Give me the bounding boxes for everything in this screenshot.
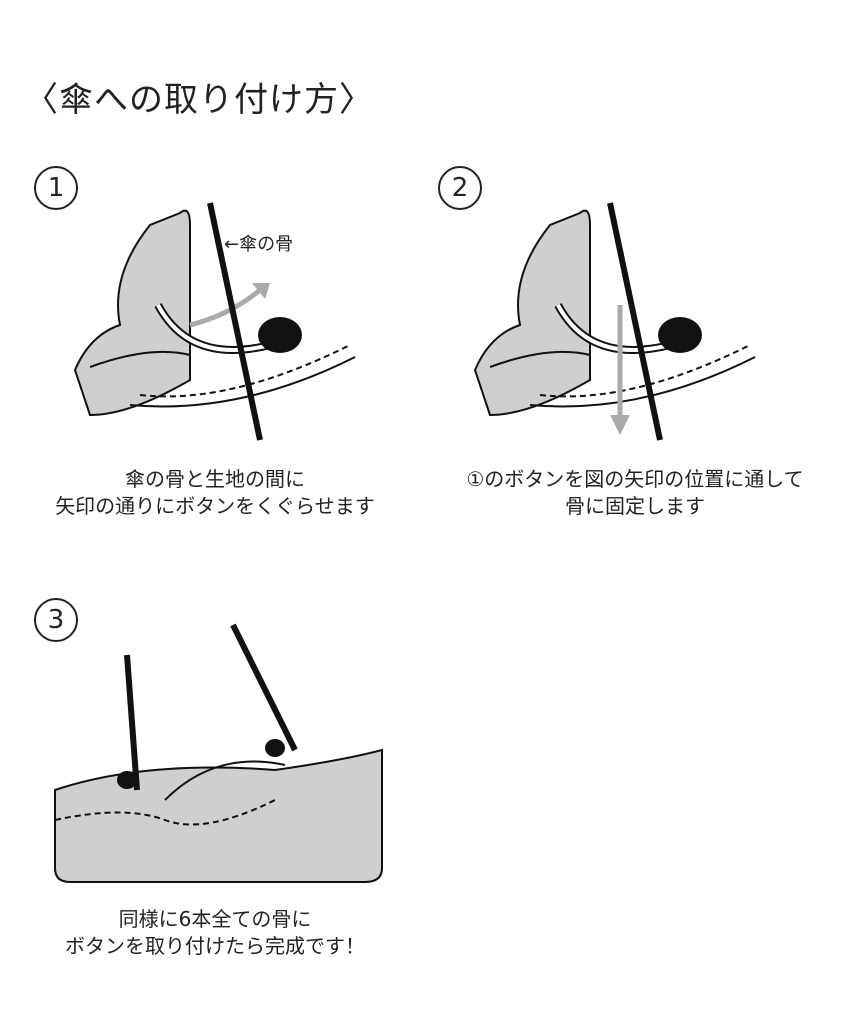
fabric-edge [164, 760, 286, 801]
step-3-illustration [54, 623, 383, 883]
umbrella-rib [607, 202, 663, 441]
fabric-edge [539, 344, 751, 398]
button [265, 739, 285, 757]
caption-line: 矢印の通りにボタンをくぐらせます [55, 494, 375, 518]
elastic-loop [156, 304, 271, 352]
button [117, 771, 137, 789]
step-2-caption: ①のボタンを図の矢印の位置に通して 骨に固定します [425, 466, 845, 520]
rib-label: ←傘の骨 [224, 234, 294, 255]
step-1-illustration [73, 202, 356, 441]
fabric-edge [139, 344, 351, 398]
arrow-head [610, 415, 630, 435]
fabric-seam [489, 350, 591, 368]
step-2-illustration [473, 202, 756, 441]
fabric-edge [129, 356, 356, 408]
caption-line: ボタンを取り付けたら完成です！ [65, 934, 365, 958]
fabric-panel [54, 748, 383, 883]
caption-line: 傘の骨と生地の間に [125, 467, 305, 491]
button [258, 317, 302, 353]
page-title: 〈傘への取り付け方〉 [24, 80, 374, 120]
fabric-panel [73, 209, 191, 417]
step-1-caption: 傘の骨と生地の間に 矢印の通りにボタンをくぐらせます [15, 466, 415, 520]
caption-line: 同様に6本全ての骨に [118, 907, 312, 931]
umbrella-rib [230, 623, 298, 752]
button [658, 317, 702, 353]
fabric-seam [89, 350, 191, 368]
umbrella-rib [124, 654, 140, 791]
fabric-edge [529, 356, 756, 408]
step-3-number: 3 [34, 598, 78, 642]
fabric-panel [473, 209, 591, 417]
step-2-number: 2 [438, 166, 482, 210]
caption-line: ①のボタンを図の矢印の位置に通して [466, 467, 804, 491]
step-1-number: 1 [34, 166, 78, 210]
umbrella-rib [207, 202, 263, 441]
step-3-caption: 同様に6本全ての骨に ボタンを取り付けたら完成です！ [15, 906, 415, 960]
arrow-head [252, 283, 270, 299]
elastic-loop [556, 304, 671, 352]
move-arrow [189, 288, 262, 328]
fabric-edge [54, 799, 276, 826]
caption-line: 骨に固定します [565, 494, 705, 518]
